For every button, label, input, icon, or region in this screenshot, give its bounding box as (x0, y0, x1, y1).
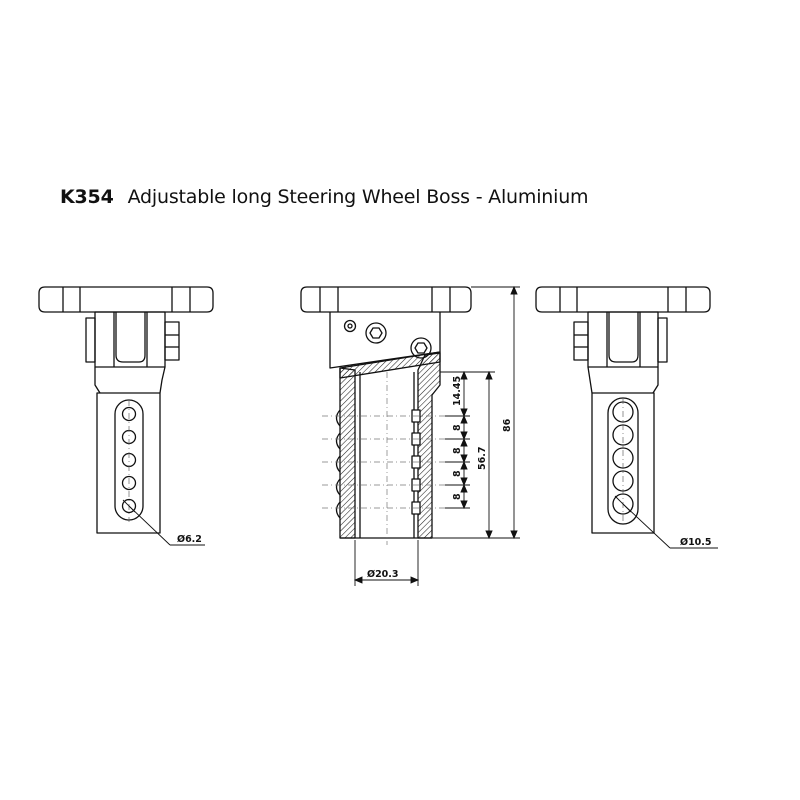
drawing-title: K354 Adjustable long Steering Wheel Boss … (60, 186, 589, 208)
left-hole-diameter-label: Ø6.2 (177, 534, 202, 545)
right-hole-diameter-label: Ø10.5 (680, 537, 712, 548)
pitch-label-2: 8 (452, 447, 463, 454)
right-hole-leader (614, 495, 718, 549)
left-side-view (38, 286, 214, 534)
left-hole-leader (122, 499, 205, 546)
pitch-label-1: 8 (452, 424, 463, 431)
right-side-view (535, 286, 711, 534)
total-height-label: 86 (502, 418, 513, 432)
pitch-label-4: 8 (452, 493, 463, 500)
part-code: K354 (60, 186, 114, 208)
bore-diameter-label: Ø20.3 (367, 569, 399, 580)
bore-dimension (353, 540, 420, 586)
adjust-length-label: 56.7 (477, 447, 488, 470)
section-centerlines (322, 372, 445, 545)
top-offset-label: 14.45 (452, 376, 463, 406)
pitch-label-3: 8 (452, 470, 463, 477)
section-view (300, 286, 472, 539)
part-name: Adjustable long Steering Wheel Boss - Al… (127, 186, 589, 208)
pitch-dimensions (432, 285, 520, 540)
